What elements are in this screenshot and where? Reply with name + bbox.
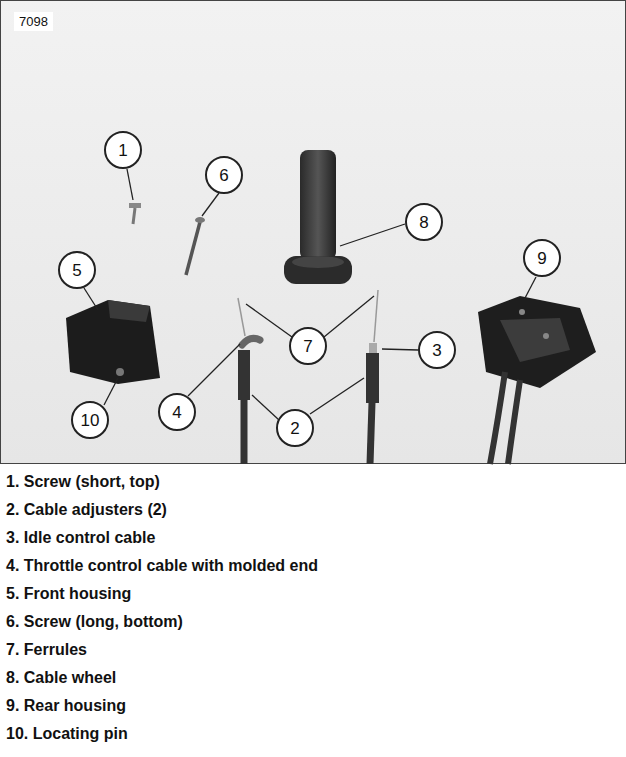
part-list-item: 8. Cable wheel <box>6 669 116 687</box>
short-screw <box>129 203 141 224</box>
ferrule <box>238 298 245 336</box>
long-screw <box>186 217 205 275</box>
leader-line <box>84 169 536 420</box>
callout-number: 4 <box>172 404 181 421</box>
part-list-item: 2. Cable adjusters (2) <box>6 501 167 519</box>
callout-circle: 5 <box>58 251 96 289</box>
part-list-item: 4. Throttle control cable with molded en… <box>6 557 318 575</box>
callout-number: 9 <box>537 250 546 267</box>
callout-circle: 9 <box>523 239 561 277</box>
callout-number: 10 <box>81 412 100 429</box>
callout-number: 5 <box>72 262 81 279</box>
part-list-item: 9. Rear housing <box>6 697 126 715</box>
callout-circle: 6 <box>205 156 243 194</box>
part-list-item: 3. Idle control cable <box>6 529 155 547</box>
callout-number: 3 <box>432 342 441 359</box>
callout-circle: 7 <box>289 327 327 365</box>
callout-number: 8 <box>419 214 428 231</box>
callout-circle: 3 <box>418 331 456 369</box>
throttle-cable <box>238 338 260 464</box>
callout-number: 2 <box>290 420 299 437</box>
callout-circle: 1 <box>104 131 142 169</box>
front-housing <box>66 300 160 384</box>
callout-circle: 8 <box>405 203 443 241</box>
callout-circle: 2 <box>276 409 314 447</box>
callout-circle: 4 <box>158 393 196 431</box>
cable-wheel <box>284 150 352 284</box>
part-list-item: 1. Screw (short, top) <box>6 473 160 491</box>
part-list-item: 6. Screw (long, bottom) <box>6 613 183 631</box>
ferrule <box>374 290 378 342</box>
part-list-item: 7. Ferrules <box>6 641 87 659</box>
part-list-item: 10. Locating pin <box>6 725 128 743</box>
callout-circle: 10 <box>71 401 109 439</box>
idle-cable <box>366 343 379 464</box>
callout-number: 7 <box>303 338 312 355</box>
callout-number: 1 <box>118 142 127 159</box>
figure-number: 7098 <box>14 12 53 31</box>
rear-housing <box>478 296 596 464</box>
part-list-item: 5. Front housing <box>6 585 131 603</box>
callout-number: 6 <box>219 167 228 184</box>
